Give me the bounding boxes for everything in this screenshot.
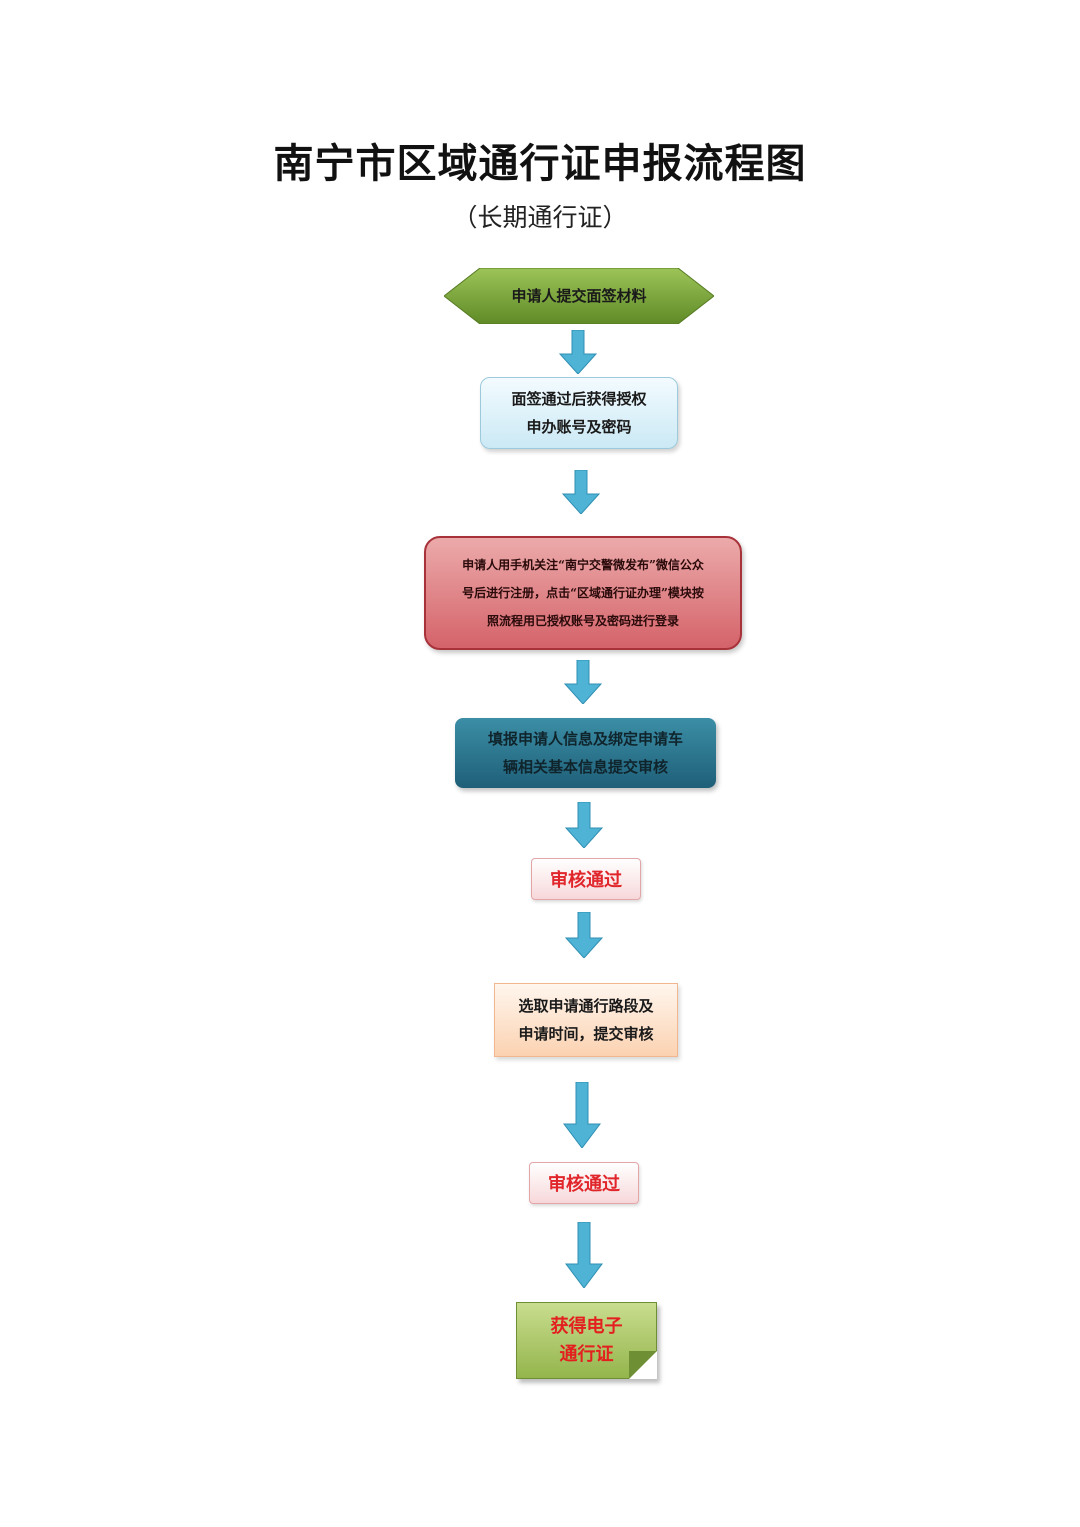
step-1-line-1: 申请人提交面签材料 bbox=[511, 287, 647, 305]
step-3-line-3: 照流程用已授权账号及密码进行登录 bbox=[486, 614, 679, 628]
step-2-line-1: 面签通过后获得授权 bbox=[511, 390, 647, 408]
step-review-passed-2: 审核通过 bbox=[529, 1162, 639, 1204]
down-arrow-icon-6 bbox=[563, 1082, 601, 1148]
hexagon-shape bbox=[444, 268, 714, 324]
down-arrow-icon-2 bbox=[561, 470, 601, 514]
down-arrow-icon-5 bbox=[564, 912, 604, 958]
down-arrow-icon-3 bbox=[563, 660, 603, 704]
step-select-route: 选取申请通行路段及 申请时间，提交审核 bbox=[494, 983, 678, 1057]
diagram-title: 南宁市区域通行证申报流程图 bbox=[273, 140, 807, 187]
step-4-line-2: 辆相关基本信息提交审核 bbox=[502, 758, 668, 776]
step-wechat-login: 申请人用手机关注“南宁交警微发布”微信公众 号后进行注册，点击“区域通行证办理”… bbox=[424, 536, 742, 650]
step-submit-materials: 申请人提交面签材料 bbox=[444, 268, 714, 324]
step-6-line-2: 申请时间，提交审核 bbox=[518, 1025, 654, 1043]
step-3-line-1: 申请人用手机关注“南宁交警微发布”微信公众 bbox=[462, 558, 704, 572]
step-4-line-1: 填报申请人信息及绑定申请车 bbox=[487, 730, 683, 748]
down-arrow-icon-7 bbox=[565, 1222, 603, 1288]
step-3-line-2: 号后进行注册，点击“区域通行证办理”模块按 bbox=[462, 586, 704, 600]
step-8-line-1: 获得电子 bbox=[550, 1315, 623, 1337]
step-7-line-1: 审核通过 bbox=[548, 1174, 620, 1195]
step-review-passed-1: 审核通过 bbox=[531, 858, 641, 900]
step-get-account: 面签通过后获得授权 申办账号及密码 bbox=[480, 377, 678, 449]
down-arrow-icon-1 bbox=[558, 330, 598, 374]
diagram-subtitle: （长期通行证） bbox=[452, 203, 628, 232]
step-2-line-2: 申办账号及密码 bbox=[526, 418, 632, 436]
step-8-line-2: 通行证 bbox=[559, 1343, 614, 1365]
step-6-line-1: 选取申请通行路段及 bbox=[518, 997, 654, 1015]
step-5-line-1: 审核通过 bbox=[550, 870, 622, 891]
folded-corner bbox=[629, 1351, 657, 1379]
step-1-text: 申请人提交面签材料 bbox=[444, 268, 714, 324]
step-get-permit: 获得电子 通行证 bbox=[516, 1302, 657, 1379]
down-arrow-icon-4 bbox=[564, 802, 604, 848]
step-fill-info: 填报申请人信息及绑定申请车 辆相关基本信息提交审核 bbox=[455, 718, 716, 788]
